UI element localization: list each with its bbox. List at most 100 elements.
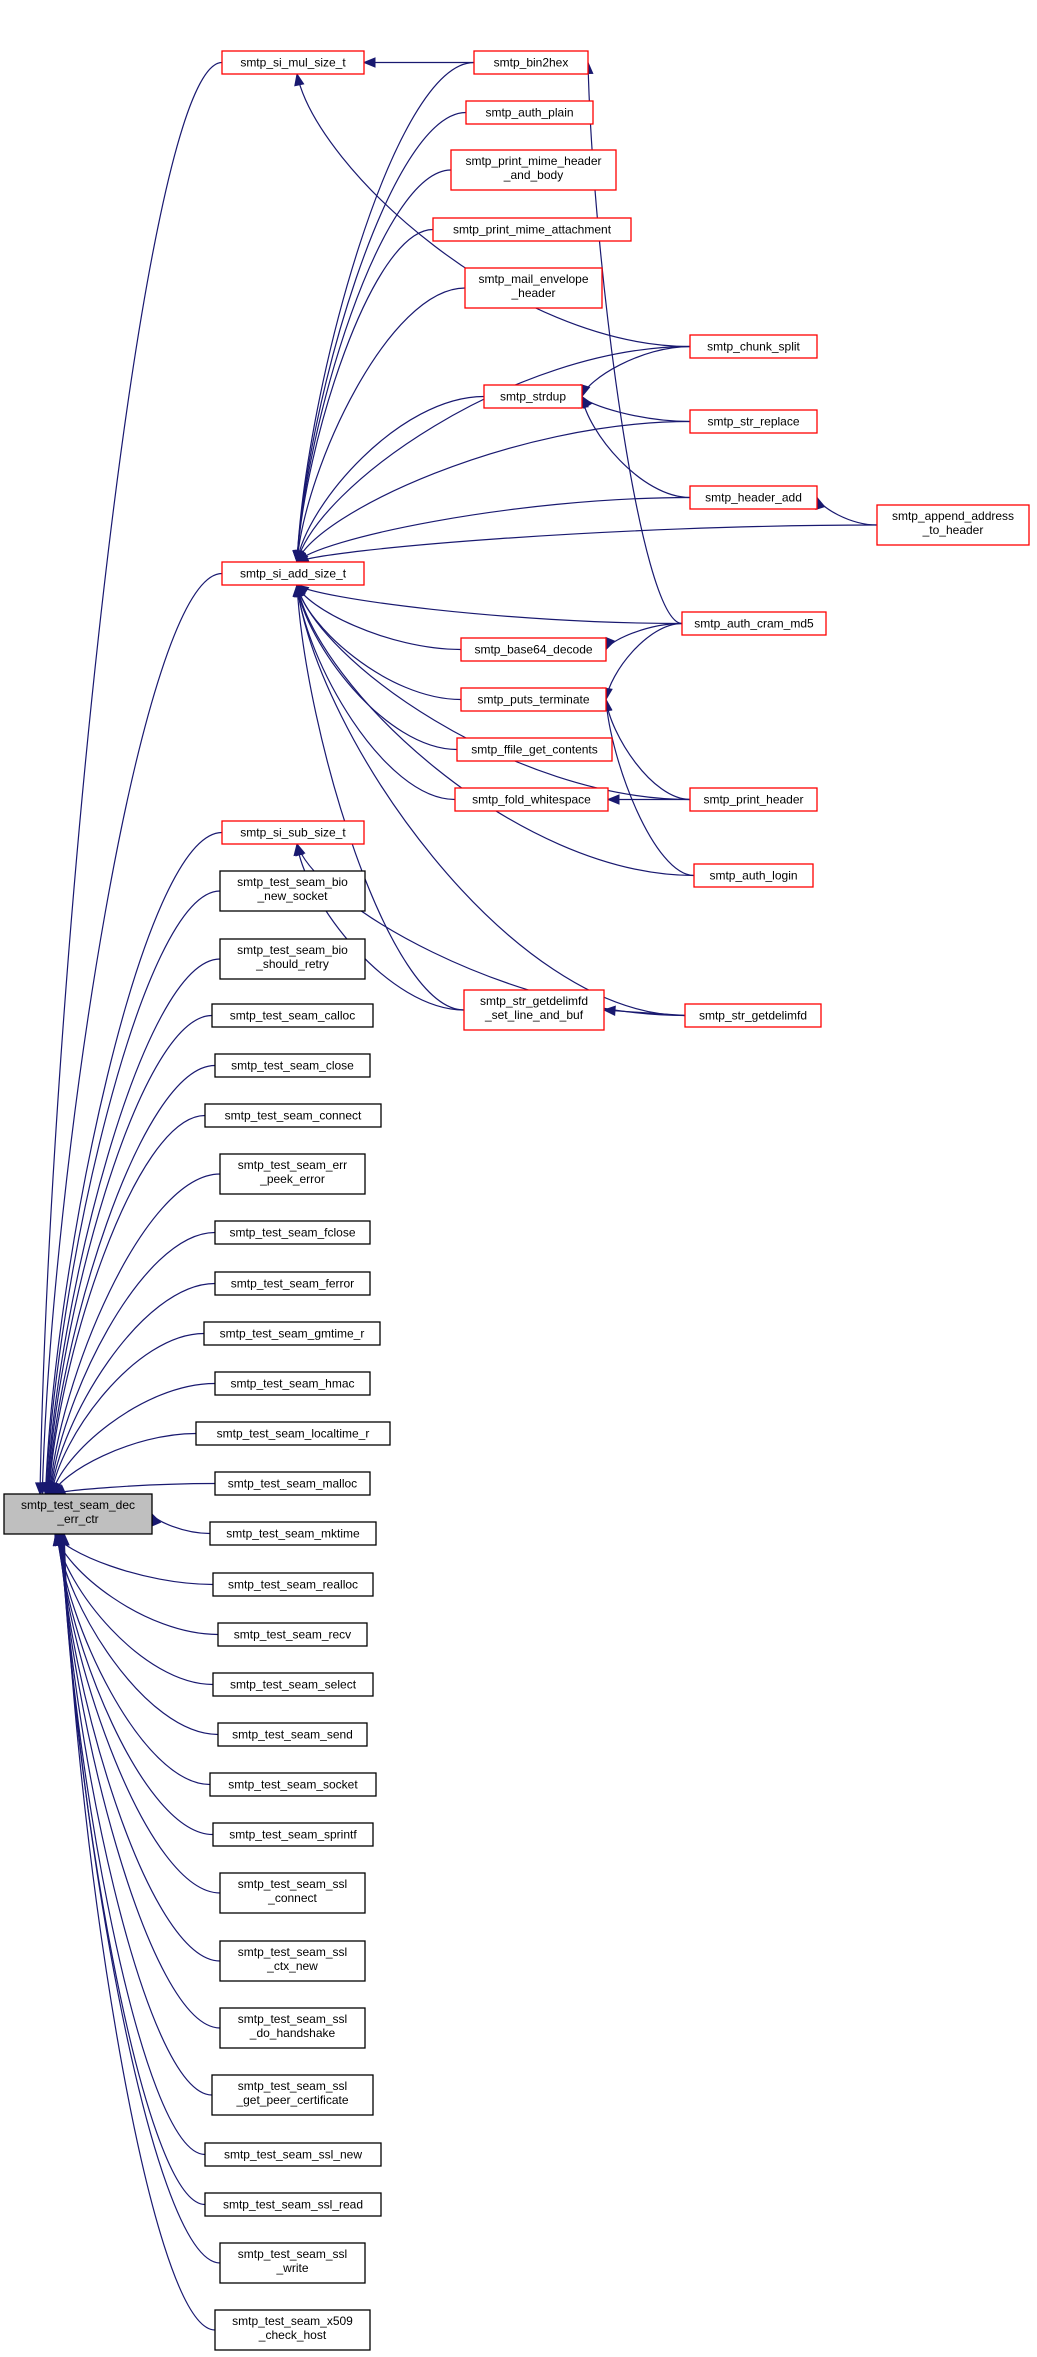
node-ssl-handshake[interactable]: smtp_test_seam_ssl_do_handshake xyxy=(219,2007,366,2049)
node-ssl-peer-cert[interactable]: smtp_test_seam_ssl_get_peer_certificate xyxy=(211,2074,374,2116)
node-label: smtp_test_seam_bio xyxy=(237,943,348,957)
node-connect[interactable]: smtp_test_seam_connect xyxy=(204,1103,382,1128)
node-close[interactable]: smtp_test_seam_close xyxy=(214,1053,371,1078)
node-box xyxy=(689,409,818,434)
edge-connect-to-dec_err_ctr xyxy=(48,1114,206,1495)
edge-hmac-to-dec_err_ctr xyxy=(51,1382,216,1495)
edge-bio_new_socket-to-dec_err_ctr xyxy=(45,890,221,1495)
node-label: smtp_test_seam_send xyxy=(232,1728,353,1742)
node-label: smtp_append_address xyxy=(892,509,1014,523)
node-label: smtp_ffile_get_contents xyxy=(471,743,598,757)
node-bin2hex[interactable]: smtp_bin2hex xyxy=(473,50,589,75)
node-calloc[interactable]: smtp_test_seam_calloc xyxy=(211,1003,374,1028)
edge-chunk_split-to-si_add xyxy=(296,345,691,563)
edge-ssl_ctx_new-to-dec_err_ctr xyxy=(58,1533,221,1962)
node-label: smtp_test_seam_ssl xyxy=(238,1877,347,1891)
edge-str_replace-to-si_add xyxy=(296,420,691,563)
node-getdelimfd[interactable]: smtp_str_getdelimfd xyxy=(684,1003,822,1028)
node-label: smtp_fold_whitespace xyxy=(472,793,591,807)
node-ffile[interactable]: smtp_ffile_get_contents xyxy=(456,737,613,762)
node-label: _check_host xyxy=(258,2328,327,2342)
node-si-mul[interactable]: smtp_si_mul_size_t xyxy=(221,50,365,75)
node-box xyxy=(689,787,818,812)
node-socket[interactable]: smtp_test_seam_socket xyxy=(209,1772,377,1797)
node-label: smtp_test_seam_select xyxy=(230,1678,357,1692)
node-si-sub[interactable]: smtp_si_sub_size_t xyxy=(221,820,365,845)
node-label: _and_body xyxy=(503,168,563,182)
edge-getdelimfd-to-si_add xyxy=(296,584,686,1017)
node-ssl-new[interactable]: smtp_test_seam_ssl_new xyxy=(204,2142,382,2167)
node-print-header[interactable]: smtp_print_header xyxy=(689,787,818,812)
node-puts-term[interactable]: smtp_puts_terminate xyxy=(460,687,607,712)
node-ferror[interactable]: smtp_test_seam_ferror xyxy=(214,1271,371,1296)
node-box xyxy=(221,820,365,845)
edge-str_replace-to-strdup xyxy=(581,396,691,423)
node-send[interactable]: smtp_test_seam_send xyxy=(217,1722,368,1747)
node-label: smtp_test_seam_ssl_new xyxy=(224,2148,362,2162)
node-realloc[interactable]: smtp_test_seam_realloc xyxy=(212,1572,374,1597)
node-label: _get_peer_certificate xyxy=(235,2093,348,2107)
node-dec-err-ctr[interactable]: smtp_test_seam_dec_err_ctr xyxy=(3,1493,153,1535)
node-box xyxy=(689,485,818,510)
node-ssl-write[interactable]: smtp_test_seam_ssl_write xyxy=(219,2242,366,2284)
node-err-peek[interactable]: smtp_test_seam_err_peek_error xyxy=(219,1153,366,1195)
node-auth-cram[interactable]: smtp_auth_cram_md5 xyxy=(681,611,827,636)
node-label: smtp_bin2hex xyxy=(494,56,569,70)
edge-auth_login-to-puts_term xyxy=(605,699,695,877)
node-box xyxy=(689,334,818,359)
node-label: _to_header xyxy=(922,523,984,537)
node-header-add[interactable]: smtp_header_add xyxy=(689,485,818,510)
node-print-mime-attach[interactable]: smtp_print_mime_attachment xyxy=(432,217,632,242)
node-strdup[interactable]: smtp_strdup xyxy=(483,384,583,409)
node-auth-login[interactable]: smtp_auth_login xyxy=(693,863,814,888)
node-base64[interactable]: smtp_base64_decode xyxy=(460,637,607,662)
node-select[interactable]: smtp_test_seam_select xyxy=(212,1672,374,1697)
node-label: smtp_test_seam_bio xyxy=(237,875,348,889)
node-fclose[interactable]: smtp_test_seam_fclose xyxy=(214,1220,371,1245)
node-recv[interactable]: smtp_test_seam_recv xyxy=(217,1622,368,1647)
node-box xyxy=(219,2007,366,2049)
node-label: smtp_chunk_split xyxy=(707,340,800,354)
node-label: smtp_test_seam_ssl xyxy=(238,2079,347,2093)
node-auth-plain[interactable]: smtp_auth_plain xyxy=(465,100,594,125)
node-label: smtp_test_seam_connect xyxy=(225,1109,362,1123)
node-box xyxy=(221,50,365,75)
node-label: _peek_error xyxy=(259,1172,325,1186)
node-gmtime[interactable]: smtp_test_seam_gmtime_r xyxy=(203,1321,381,1346)
node-x509[interactable]: smtp_test_seam_x509_check_host xyxy=(214,2309,371,2351)
node-box xyxy=(219,1872,366,1914)
edge-fclose-to-dec_err_ctr xyxy=(49,1231,216,1495)
node-fold-ws[interactable]: smtp_fold_whitespace xyxy=(454,787,609,812)
node-box xyxy=(209,1772,377,1797)
edge-getdelim_set-to-si_add xyxy=(296,584,465,1011)
node-localtime[interactable]: smtp_test_seam_localtime_r xyxy=(195,1421,391,1446)
node-ssl-connect[interactable]: smtp_test_seam_ssl_connect xyxy=(219,1872,366,1914)
node-str-replace[interactable]: smtp_str_replace xyxy=(689,409,818,434)
node-append-address[interactable]: smtp_append_address_to_header xyxy=(876,504,1030,546)
edge-auth_login-to-si_add xyxy=(296,584,695,877)
node-label: _header xyxy=(510,286,555,300)
node-ssl-ctx-new[interactable]: smtp_test_seam_ssl_ctx_new xyxy=(219,1940,366,1982)
edge-arrowhead xyxy=(295,842,306,857)
node-mktime[interactable]: smtp_test_seam_mktime xyxy=(209,1521,377,1546)
node-sprintf[interactable]: smtp_test_seam_sprintf xyxy=(212,1822,374,1847)
node-box xyxy=(214,1053,371,1078)
node-print-mime-header[interactable]: smtp_print_mime_header_and_body xyxy=(450,149,617,191)
node-box xyxy=(204,2192,382,2217)
node-chunk-split[interactable]: smtp_chunk_split xyxy=(689,334,818,359)
node-hmac[interactable]: smtp_test_seam_hmac xyxy=(214,1371,371,1396)
node-getdelim-set[interactable]: smtp_str_getdelimfd_set_line_and_buf xyxy=(463,989,605,1031)
node-bio-retry[interactable]: smtp_test_seam_bio_should_retry xyxy=(219,938,366,980)
node-box xyxy=(681,611,827,636)
node-mail-envelope[interactable]: smtp_mail_envelope_header xyxy=(464,267,603,309)
node-bio-new-socket[interactable]: smtp_test_seam_bio_new_socket xyxy=(219,870,366,912)
node-si-add[interactable]: smtp_si_add_size_t xyxy=(221,561,365,586)
node-box xyxy=(219,870,366,912)
node-label: smtp_str_getdelimfd xyxy=(480,994,588,1008)
node-ssl-read[interactable]: smtp_test_seam_ssl_read xyxy=(204,2192,382,2217)
node-malloc[interactable]: smtp_test_seam_malloc xyxy=(214,1471,371,1496)
edge-ssl_connect-to-dec_err_ctr xyxy=(58,1533,221,1894)
node-box xyxy=(219,1940,366,1982)
node-label: smtp_test_seam_localtime_r xyxy=(217,1427,370,1441)
node-label: smtp_print_mime_header xyxy=(465,154,601,168)
